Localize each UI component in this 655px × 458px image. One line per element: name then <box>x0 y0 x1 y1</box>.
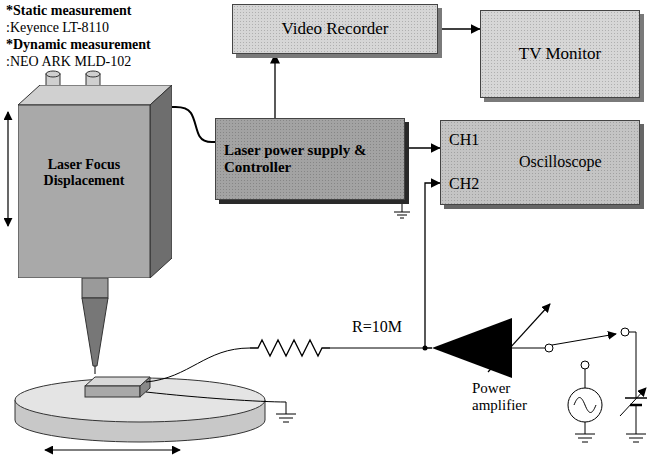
box-label: Video Recorder <box>281 19 388 39</box>
box-label: Oscilloscope <box>519 153 602 171</box>
wire <box>330 348 425 349</box>
signal-arrow <box>274 54 275 118</box>
signal-arrow <box>425 183 440 348</box>
wire <box>146 348 250 382</box>
resistor-symbol <box>250 340 330 356</box>
box-label: TV Monitor <box>519 44 601 64</box>
signal-arrow <box>405 147 440 148</box>
box-label: Laser Focus Displacement <box>24 157 144 189</box>
resistor-value: R=10M <box>352 318 402 335</box>
sensor-model: :NEO ARK MLD-102 <box>6 53 131 70</box>
monitor-box: TV Monitor <box>480 10 640 98</box>
controller-box: Laser power supply & Controller <box>215 118 405 200</box>
symbol-label: Power amplifier <box>472 380 542 415</box>
sensor-cable <box>172 107 215 142</box>
ac-source <box>568 369 602 442</box>
variable-dc-source <box>620 332 647 442</box>
recorder-box: Video Recorder <box>232 4 438 54</box>
laser-probe <box>82 278 108 374</box>
switch-symbol <box>512 328 629 369</box>
channel-label: CH2 <box>449 175 479 193</box>
signal-arrow <box>438 28 480 29</box>
amplifier-symbol: Power amplifier <box>432 318 548 419</box>
sensor-head: Laser Focus Displacement <box>18 85 172 278</box>
sensor-model: :Keyence LT-8110 <box>6 19 109 36</box>
measurement-note: *Static measurement <box>6 2 131 19</box>
oscilloscope-box: CH1OscilloscopeCH2 <box>440 120 640 205</box>
ground-symbol <box>394 204 410 218</box>
channel-label: CH1 <box>449 131 479 149</box>
measurement-note: *Dynamic measurement <box>6 36 151 53</box>
piezo-sample <box>85 377 150 397</box>
motion-arrow <box>45 449 180 450</box>
xy-stage <box>15 378 265 442</box>
amplifier-triangle <box>432 318 514 380</box>
motion-arrow <box>7 112 8 226</box>
box-label: Laser power supply & Controller <box>224 142 396 177</box>
ground-symbol <box>146 392 296 422</box>
